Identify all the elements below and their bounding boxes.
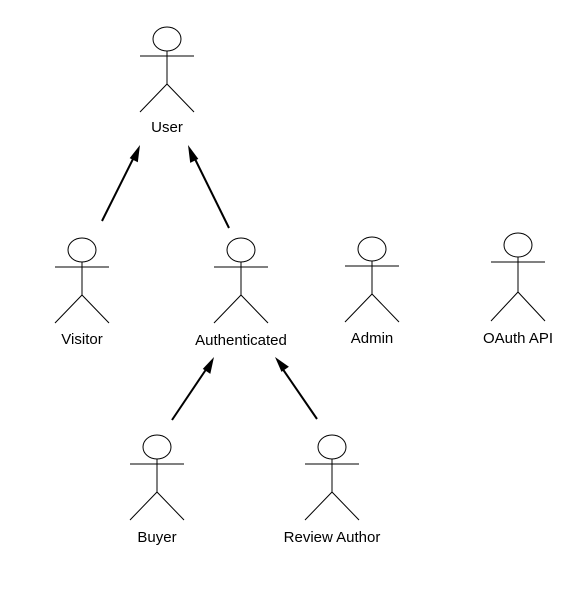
generalization-authenticated-to-user — [188, 145, 230, 229]
generalization-visitor-to-user — [101, 145, 140, 222]
actor-authenticated[interactable]: Authenticated — [195, 237, 287, 349]
actor-buyer[interactable]: Buyer — [129, 434, 185, 546]
actor-admin-label: Admin — [351, 330, 394, 347]
generalization-buyer-to-authenticated — [171, 357, 214, 421]
actor-visitor[interactable]: Visitor — [54, 237, 110, 348]
actor-review-author-figure — [304, 434, 360, 521]
actor-admin-figure — [344, 236, 400, 323]
actor-review-author-label: Review Author — [284, 529, 381, 546]
actor-authenticated-label: Authenticated — [195, 332, 287, 349]
actor-buyer-label: Buyer — [137, 529, 176, 546]
actor-visitor-label: Visitor — [61, 331, 102, 348]
actor-authenticated-figure — [213, 237, 269, 324]
actor-buyer-figure — [129, 434, 185, 521]
actor-oauth-api[interactable]: OAuth API — [483, 232, 553, 347]
actor-review-author[interactable]: Review Author — [284, 434, 381, 546]
actor-admin[interactable]: Admin — [344, 236, 400, 347]
actor-user[interactable]: User — [139, 26, 195, 136]
generalization-review-author-to-authenticated — [275, 357, 318, 420]
actor-user-figure — [139, 26, 195, 113]
actor-oauth-api-label: OAuth API — [483, 330, 553, 347]
actor-oauth-api-figure — [490, 232, 546, 322]
actor-user-label: User — [151, 119, 183, 136]
actor-visitor-figure — [54, 237, 110, 324]
